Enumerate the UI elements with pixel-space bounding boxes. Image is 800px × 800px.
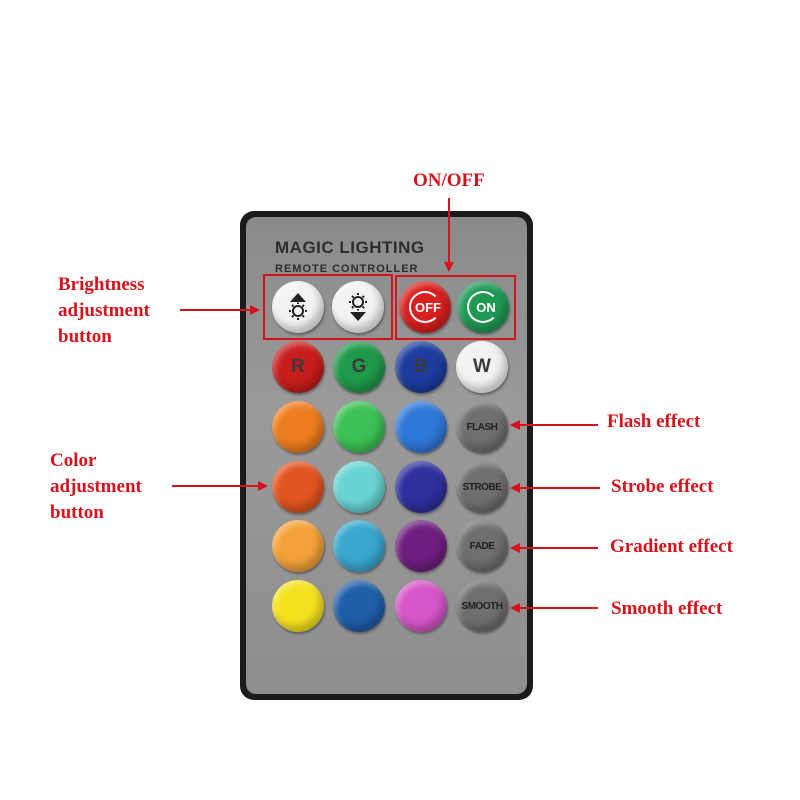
color-button[interactable] — [272, 580, 324, 632]
brand-subtitle: REMOTE CONTROLLER — [275, 263, 419, 275]
white-button[interactable]: W — [456, 341, 508, 393]
red-button-label: R — [291, 356, 305, 377]
on-button-label: ON — [476, 299, 496, 315]
brightness-down-button[interactable] — [332, 281, 384, 333]
flash-button-label: FLASH — [466, 421, 498, 433]
brand-title: MAGIC LIGHTING — [275, 238, 425, 257]
onoff-highlight-box — [395, 275, 516, 340]
green-button-label: G — [351, 356, 367, 377]
blue-button[interactable]: B — [395, 341, 447, 393]
sun-down-icon — [349, 293, 367, 321]
color-button[interactable] — [333, 520, 385, 572]
strobe-button-label: STROBE — [462, 481, 502, 493]
off-button-label: OFF — [415, 299, 441, 315]
color-button[interactable] — [333, 580, 385, 632]
brightness-up-button[interactable] — [272, 281, 324, 333]
color-button[interactable] — [395, 401, 447, 453]
color-button[interactable] — [395, 461, 447, 513]
off-button[interactable]: OFF — [399, 281, 451, 333]
red-button[interactable]: R — [272, 341, 324, 393]
power-ring-icon — [409, 291, 441, 323]
brightness-highlight-box — [263, 274, 393, 340]
color-button[interactable] — [395, 520, 447, 572]
smooth-effect-label: Smooth effect — [611, 598, 723, 619]
power-ring-icon — [467, 291, 499, 323]
strobe-effect-label: Strobe effect — [611, 476, 714, 497]
color-button[interactable] — [333, 401, 385, 453]
smooth-button-label: SMOOTH — [461, 600, 503, 612]
color-button[interactable] — [272, 461, 324, 513]
color-button[interactable] — [333, 461, 385, 513]
sun-up-icon — [289, 293, 307, 320]
color-button[interactable] — [272, 401, 324, 453]
gradient-effect-label: Gradient effect — [610, 536, 733, 557]
flash-effect-label: Flash effect — [607, 411, 701, 432]
blue-button-label: B — [414, 356, 428, 377]
on-button[interactable]: ON — [457, 281, 509, 333]
color-label: Color adjustment button — [50, 450, 142, 523]
fade-button-label: FADE — [469, 540, 495, 552]
color-button[interactable] — [395, 580, 447, 632]
brightness-label: Brightness adjustment button — [58, 274, 150, 347]
flash-button[interactable]: FLASH — [456, 401, 508, 453]
color-button[interactable] — [272, 520, 324, 572]
smooth-button[interactable]: SMOOTH — [456, 580, 508, 632]
white-button-label: W — [473, 356, 491, 377]
strobe-button[interactable]: STROBE — [456, 461, 508, 513]
onoff-label: ON/OFF — [413, 170, 485, 191]
green-button[interactable]: G — [333, 341, 385, 393]
fade-button[interactable]: FADE — [456, 520, 508, 572]
